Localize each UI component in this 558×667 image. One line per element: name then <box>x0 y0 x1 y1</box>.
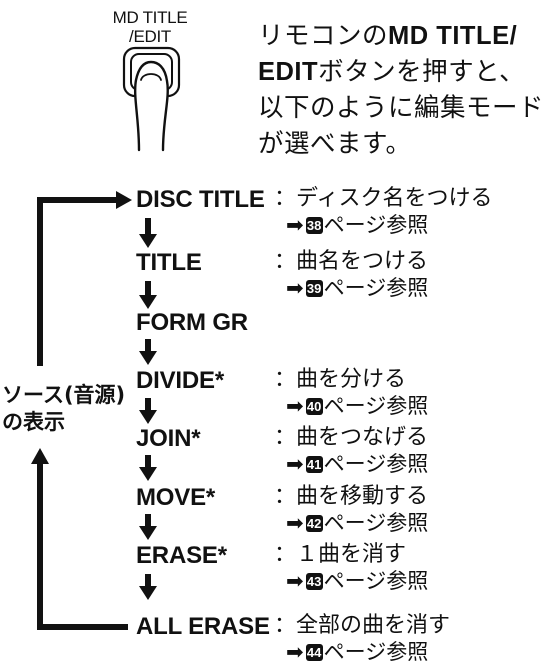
page-ref-suffix: ページ参照 <box>323 276 429 300</box>
page-ref-suffix: ページ参照 <box>323 394 429 418</box>
intro-line3: 以下のように編集モード <box>258 93 545 123</box>
page-number-badge: 44 <box>305 644 323 661</box>
page-ref-suffix: ページ参照 <box>323 511 429 535</box>
page-ref-suffix: ページ参照 <box>323 213 429 237</box>
page-ref-suffix: ページ参照 <box>323 452 429 476</box>
remote-button-label: MD TITLE /EDIT <box>90 8 210 46</box>
page-ref-suffix: ページ参照 <box>323 640 429 664</box>
arrow-up-icon <box>31 448 49 464</box>
remote-button-label-line2: /EDIT <box>129 27 171 46</box>
intro-text: リモコンのMD TITLE/ EDITボタンを押すと、 以下のように編集モード … <box>258 18 554 162</box>
mode-disc-title: DISC TITLE <box>136 186 265 213</box>
mode-desc: ：１曲を消す <box>274 542 407 567</box>
source-label-line1: ソース(音源) <box>2 383 126 407</box>
mode-desc: ：曲を分ける <box>274 367 407 392</box>
mode-desc: ：ディスク名をつける <box>274 186 493 211</box>
mode-desc: ：全部の曲を消す <box>274 613 451 638</box>
arrow-down-icon <box>139 455 157 481</box>
mode-form-gr: FORM GR <box>136 309 248 336</box>
mode-desc: ：曲名をつける <box>274 249 429 274</box>
mode-erase: ERASE* <box>136 542 227 569</box>
arrow-down-icon <box>139 281 157 309</box>
intro-bold1: MD TITLE/ <box>388 22 518 50</box>
page-number-badge: 40 <box>305 398 323 415</box>
source-display-label: ソース(音源) の表示 <box>2 382 125 436</box>
remote-button-label-line1: MD TITLE <box>112 8 188 27</box>
arrow-down-icon <box>139 514 157 540</box>
down-arrows <box>139 218 157 600</box>
mode-move: MOVE* <box>136 484 216 511</box>
arrow-down-icon <box>139 218 157 248</box>
mode-desc: ：曲を移動する <box>274 484 429 509</box>
mode-desc: ：曲をつなげる <box>274 425 429 450</box>
intro-part2: ボタンを押すと、 <box>318 57 526 87</box>
page-number-badge: 39 <box>305 280 323 297</box>
intro-part1: リモコンの <box>258 21 389 51</box>
intro-line4: が選べます。 <box>258 129 412 159</box>
page-number-badge: 41 <box>305 456 323 473</box>
mode-join: JOIN* <box>136 425 201 452</box>
arrow-down-icon <box>139 339 157 365</box>
source-label-line2: の表示 <box>2 410 65 434</box>
mode-divide: DIVIDE* <box>136 367 224 394</box>
page-number-badge: 38 <box>305 217 323 234</box>
page-ref-suffix: ページ参照 <box>323 569 429 593</box>
arrow-down-icon <box>139 398 157 424</box>
arrow-down-icon <box>139 574 157 600</box>
page-number-badge: 42 <box>305 515 323 532</box>
mode-all-erase: ALL ERASE <box>136 613 270 640</box>
page-number-badge: 43 <box>305 573 323 590</box>
arrow-right-icon <box>116 191 132 209</box>
finger-pressing-button-icon <box>122 46 181 152</box>
intro-bold2: EDIT <box>258 58 319 86</box>
mode-title: TITLE <box>136 249 202 276</box>
loop-lines <box>31 191 132 630</box>
